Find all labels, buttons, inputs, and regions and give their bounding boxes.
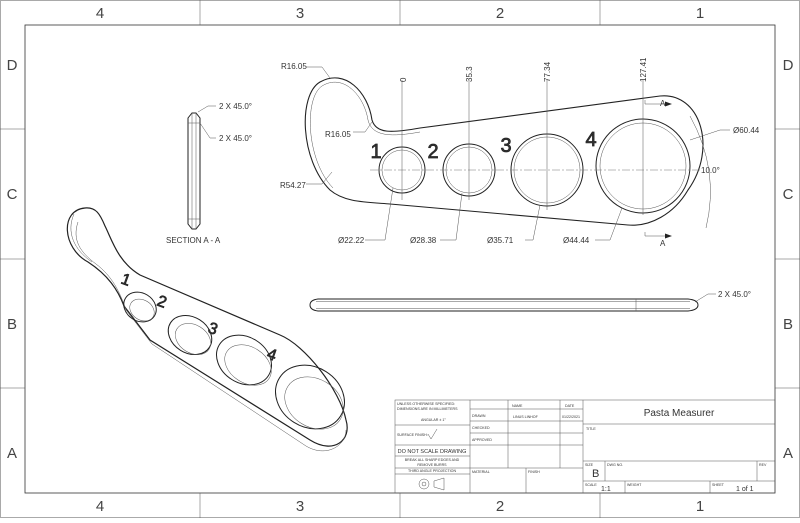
tb-finish: FINISH	[528, 470, 540, 474]
dim-r-outer: R54.27	[280, 181, 306, 190]
tb-weight-label: WEIGHT	[627, 483, 642, 487]
zone-row-right-c: C	[783, 186, 794, 203]
zone-row-left-d: D	[7, 57, 18, 74]
isometric-view	[66, 207, 348, 452]
tb-dwg-no-label: DWG NO.	[607, 463, 623, 467]
tb-col-date: DATE	[565, 404, 575, 408]
tb-title: Pasta Measurer	[644, 408, 715, 419]
tb-drawn-date: 01/22/2021	[562, 415, 580, 419]
tb-sheet: 1 of 1	[736, 486, 754, 493]
section-mark-bottom: A	[660, 239, 666, 248]
dim-hole-3: Ø35.71	[487, 236, 514, 245]
tb-projection: THIRD ANGLE PROJECTION	[408, 469, 457, 473]
tb-size: B	[592, 468, 599, 480]
zone-col-top-4: 1	[696, 5, 704, 22]
hole-number-2: 2	[427, 141, 438, 163]
tb-title-label: TITLE	[586, 427, 596, 431]
tb-do-not-scale: DO NOT SCALE DRAWING	[398, 449, 467, 455]
front-hole-numbers: 1 2 3 4	[370, 129, 597, 164]
chamfer-label-top: 2 X 45.0°	[219, 102, 252, 111]
zone-row-left-a: A	[7, 445, 17, 462]
dim-r-inner: R16.05	[325, 130, 351, 139]
tb-scale-label: SCALE	[585, 483, 597, 487]
tb-notes-line2: DIMENSIONS ARE IN MILLIMETERS	[397, 407, 458, 411]
iso-hole-number-2: 2	[155, 293, 169, 312]
tb-notes-line1: UNLESS OTHERWISE SPECIFIED:	[397, 402, 455, 406]
zone-col-bottom-4: 1	[696, 498, 704, 515]
iso-hole-number-4: 4	[265, 346, 279, 365]
dim-angle: 10.0°	[701, 166, 720, 175]
dim-ord-2: 77.34	[543, 61, 552, 82]
dim-outer-diameter: Ø60.44	[733, 126, 760, 135]
hole-number-3: 3	[500, 135, 511, 157]
tb-break-edges-2: REMOVE BURRS	[417, 463, 447, 467]
iso-hole-number-3: 3	[206, 320, 220, 339]
surface-finish-icon	[427, 428, 438, 440]
zone-labels: 4 3 2 1 4 3 2 1 D C B A D C B A	[7, 5, 794, 515]
zone-row-left-b: B	[7, 316, 17, 333]
section-mark-top: A	[660, 99, 666, 108]
hole-number-4: 4	[585, 129, 596, 151]
zone-col-top-1: 4	[96, 5, 104, 22]
zone-row-right-d: D	[783, 57, 794, 74]
tb-col-name: NAME	[512, 404, 523, 408]
chamfer-label-bottom: 2 X 45.0°	[718, 290, 751, 299]
dim-ord-1: 35.3	[465, 66, 474, 82]
hole-number-1: 1	[370, 141, 381, 163]
zone-col-top-3: 2	[496, 5, 504, 22]
chamfer-label-side: 2 X 45.0°	[219, 134, 252, 143]
tb-angular: ANGULAR ± 1°	[421, 418, 446, 422]
tb-rev-label: REV	[759, 463, 767, 467]
tb-scale: 1:1	[601, 486, 611, 493]
dim-ord-0: 0	[399, 77, 408, 82]
zone-col-bottom-2: 3	[296, 498, 304, 515]
dim-hole-2: Ø28.38	[410, 236, 437, 245]
dim-ord-3: 127.41	[639, 57, 648, 82]
tb-size-label: SIZE	[585, 463, 594, 467]
bottom-view: 2 X 45.0°	[309, 290, 751, 312]
zone-col-bottom-1: 4	[96, 498, 104, 515]
dim-hole-1: Ø22.22	[338, 236, 365, 245]
dim-r-top: R16.05	[281, 62, 307, 71]
tb-material: MATERIAL	[472, 470, 490, 474]
third-angle-projection-icon	[418, 477, 445, 491]
dim-hole-4: Ø44.44	[563, 236, 590, 245]
zone-col-bottom-3: 2	[496, 498, 504, 515]
iso-hole-numbers: 1 2 3 4	[118, 270, 279, 365]
section-view: 2 X 45.0° 2 X 45.0° SECTION A - A	[166, 102, 252, 245]
tb-break-edges-1: BREAK ALL SHARP EDGES AND	[405, 458, 460, 462]
front-view	[304, 66, 730, 241]
section-title: SECTION A - A	[166, 236, 221, 245]
zone-row-left-c: C	[7, 186, 18, 203]
tb-row-approved: APPROVED	[472, 438, 492, 442]
zone-col-top-2: 3	[296, 5, 304, 22]
dimension-labels: R16.05 R16.05 R54.27 0 35.3 77.34 127.41…	[280, 57, 760, 248]
zone-row-right-a: A	[783, 445, 793, 462]
tb-row-checked: CHECKED	[472, 426, 490, 430]
iso-hole-number-1: 1	[119, 271, 133, 290]
title-block: UNLESS OTHERWISE SPECIFIED: DIMENSIONS A…	[394, 399, 776, 494]
tb-sheet-label: SHEET	[712, 483, 725, 487]
zone-row-right-b: B	[783, 316, 793, 333]
tb-surface-finish: SURFACE FINISH:	[397, 433, 428, 437]
tb-row-drawn: DRAWN	[472, 414, 486, 418]
tb-drawn-name: LINUS LINHOF	[513, 415, 539, 419]
